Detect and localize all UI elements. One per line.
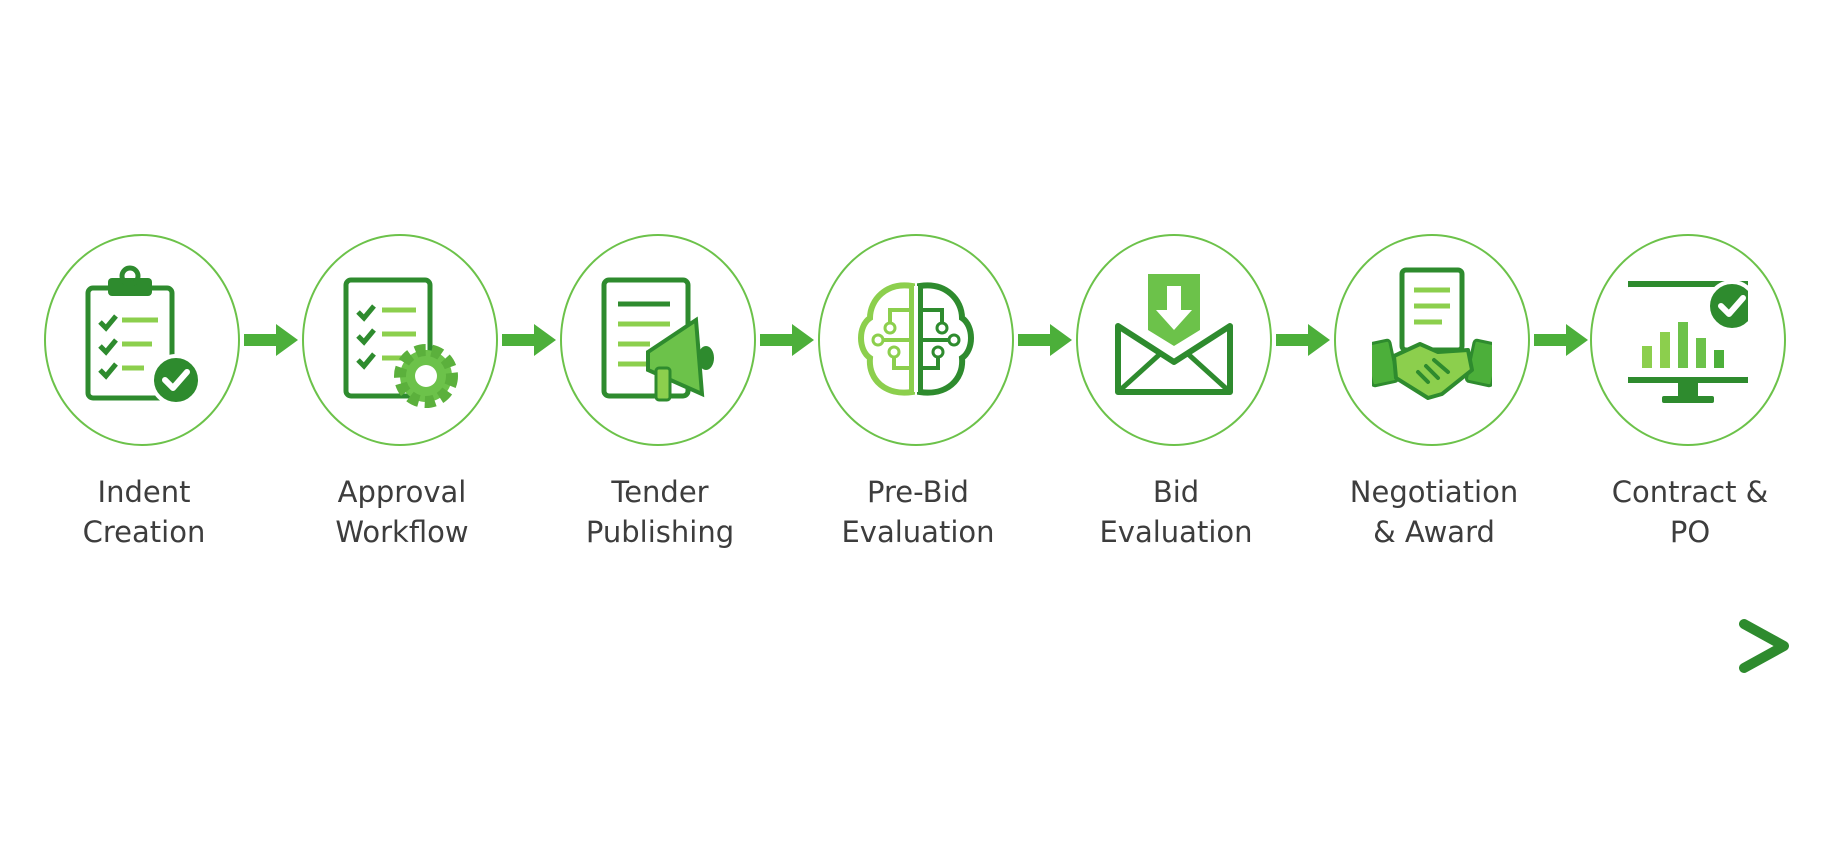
- step-label-line1: Pre-Bid: [867, 475, 969, 509]
- connector-arrow-icon: [1018, 324, 1072, 356]
- envelope-download-icon: [1115, 274, 1233, 395]
- step-label: Pre-Bid Evaluation: [798, 472, 1038, 552]
- clipboard-check-icon: [85, 265, 202, 406]
- connector-arrow-icon: [760, 324, 814, 356]
- step-label-line1: Approval: [337, 475, 467, 509]
- connector-arrow-icon: [244, 324, 298, 356]
- step-label-line2: Workflow: [335, 515, 469, 549]
- step-label: Approval Workflow: [282, 472, 522, 552]
- step-label-line1: Indent: [97, 475, 191, 509]
- monitor-chart-check-icon: [1628, 280, 1748, 403]
- step-label-line2: Creation: [82, 515, 206, 549]
- step-label: Negotiation & Award: [1314, 472, 1554, 552]
- step-label: Bid Evaluation: [1056, 472, 1296, 552]
- checklist-gear-icon: [343, 277, 458, 408]
- step-label: Indent Creation: [24, 472, 264, 552]
- step-label-line2: Evaluation: [1099, 515, 1253, 549]
- step-circle: [560, 234, 756, 446]
- step-label-line1: Contract &: [1611, 475, 1769, 509]
- handshake-document-icon: [1372, 267, 1492, 400]
- step-circle: [302, 234, 498, 446]
- step-circle: [44, 234, 240, 446]
- step-label-line2: Evaluation: [841, 515, 995, 549]
- step-label-line1: Bid: [1152, 475, 1200, 509]
- step-label-line1: Tender: [611, 475, 709, 509]
- connector-arrow-icon: [1276, 324, 1330, 356]
- document-megaphone-icon: [601, 277, 714, 402]
- timeline-arrow: [49, 619, 1789, 673]
- step-label-line2: & Award: [1373, 515, 1495, 549]
- connector-arrow-icon: [502, 324, 556, 356]
- connector-arrow-icon: [1534, 324, 1588, 356]
- brain-circuit-icon: [858, 282, 974, 396]
- step-label: Tender Publishing: [540, 472, 780, 552]
- step-label-line1: Negotiation: [1349, 475, 1519, 509]
- step-label-line2: Publishing: [585, 515, 735, 549]
- step-label: Contract & PO: [1570, 472, 1810, 552]
- step-label-line2: PO: [1669, 515, 1711, 549]
